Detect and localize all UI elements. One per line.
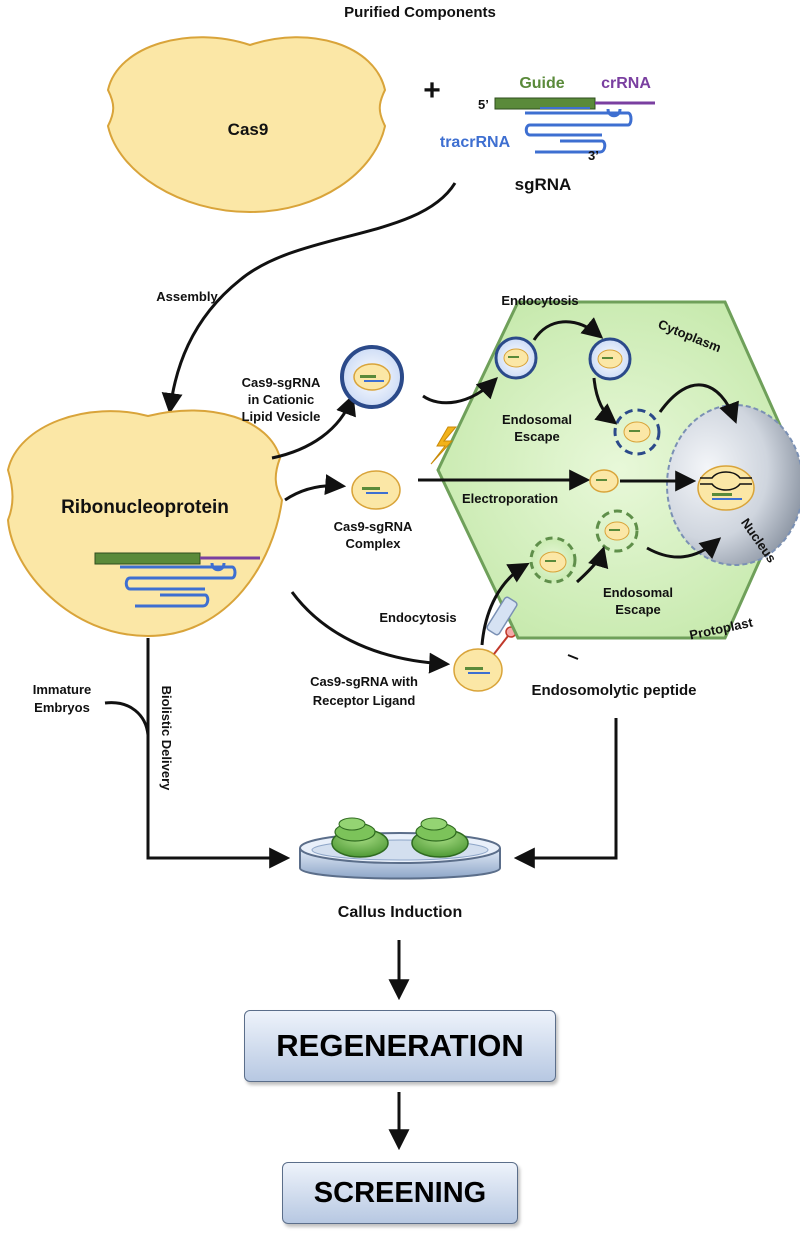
endocytosis-top-label: Endocytosis: [501, 293, 578, 308]
escaping-vesicle-bottom: [595, 509, 639, 553]
receptor-ligand-complex: [453, 626, 517, 692]
regeneration-label: REGENERATION: [276, 1028, 524, 1063]
petri-dish-callus: [299, 817, 501, 880]
biolistic-delivery-label: Biolistic Delivery: [159, 686, 174, 792]
endosomal-escape-top-line-2: Escape: [514, 429, 560, 444]
endosomal-escape-top-line-1: Endosomal: [502, 412, 572, 427]
lipid-vesicle-line-1: Cas9-sgRNA: [242, 375, 321, 390]
ribonucleoprotein: [6, 409, 284, 638]
tracrrna-label: tracrRNA: [440, 134, 511, 151]
cationic-lipid-vesicle: [340, 345, 404, 409]
five-prime-label: 5’: [478, 97, 489, 112]
endocytosed-vesicle-2: [588, 337, 632, 381]
guide-label: Guide: [519, 75, 564, 92]
arrow-endocytosis-top: [532, 317, 604, 341]
immature-embryos-line-1: Immature: [33, 682, 92, 697]
endosomal-escape-bottom-line-2: Escape: [615, 602, 661, 617]
three-prime-label: 3’: [588, 148, 599, 163]
escaping-vesicle-top: [613, 408, 661, 456]
electroporation-lightning-icon: [430, 426, 458, 465]
sgrna-structure: [494, 97, 655, 154]
cas9-label: Cas9: [228, 120, 269, 139]
electroporation-label: Electroporation: [462, 491, 558, 506]
screening-label: SCREENING: [313, 1176, 487, 1209]
endosomolytic-peptide-label: Endosomolytic peptide: [531, 682, 696, 699]
receptor-line-1: Cas9-sgRNA with: [310, 674, 418, 689]
lipid-vesicle-label: Cas9-sgRNA in Cationic Lipid Vesicle: [242, 375, 321, 424]
endocytosis-bottom-label: Endocytosis: [379, 610, 456, 625]
arrow-to-complex: [284, 474, 347, 502]
receptor-line-2: Receptor Ligand: [313, 693, 416, 708]
electroporated-complex: [589, 469, 619, 493]
protoplast-output-arrow: [513, 718, 618, 869]
biolistic-arrow: [146, 638, 291, 869]
crrna-label: crRNA: [601, 75, 651, 92]
embryo-joining-line: [104, 701, 150, 736]
lipid-vesicle-line-3: Lipid Vesicle: [242, 409, 321, 424]
endosomolytic-peptide-injector: [486, 596, 518, 636]
callus-left: [331, 817, 389, 858]
assembly-label: Assembly: [156, 289, 218, 304]
immature-embryos-line-2: Embryos: [34, 700, 90, 715]
complex-label: Cas9-sgRNA Complex: [334, 519, 413, 551]
complex-line-2: Complex: [346, 536, 402, 551]
arrow-to-lipid-vesicle: [271, 394, 356, 460]
lipid-vesicle-line-2: in Cationic: [248, 392, 314, 407]
cas9-protein: [106, 36, 387, 214]
cas9-sgrna-complex: [351, 470, 401, 510]
endocytosed-vesicle-bottom: [529, 536, 577, 584]
regeneration-box: REGENERATION: [244, 1010, 556, 1082]
screening-box: SCREENING: [282, 1162, 518, 1224]
callus-induction-label: Callus Induction: [338, 904, 462, 921]
plus-sign: +: [423, 74, 441, 107]
arrow-escape-bottom: [575, 545, 609, 584]
assembly-arrow: [161, 182, 457, 415]
arrow-to-receptor-ligand: [290, 591, 451, 674]
rnp-label: Ribonucleoprotein: [61, 497, 229, 518]
endocytosed-vesicle-1: [494, 336, 538, 380]
arrow-escape-top: [592, 377, 618, 425]
peptide-tick: [567, 654, 579, 660]
sgrna-label: sgRNA: [515, 175, 572, 194]
nucleus: [666, 404, 800, 566]
arrow-to-nucleus-top: [658, 383, 739, 424]
arrow-endocytosis-bottom: [480, 562, 530, 646]
endosomal-escape-bottom-line-1: Endosomal: [603, 585, 673, 600]
arrow-to-nucleus-bottom: [646, 537, 722, 559]
diagram-title: Purified Components: [344, 4, 496, 21]
callus-right: [411, 817, 469, 858]
complex-line-1: Cas9-sgRNA: [334, 519, 413, 534]
arrow-vesicle-entry: [422, 377, 498, 405]
receptor-ligand-label: Cas9-sgRNA with Receptor Ligand: [310, 674, 418, 708]
